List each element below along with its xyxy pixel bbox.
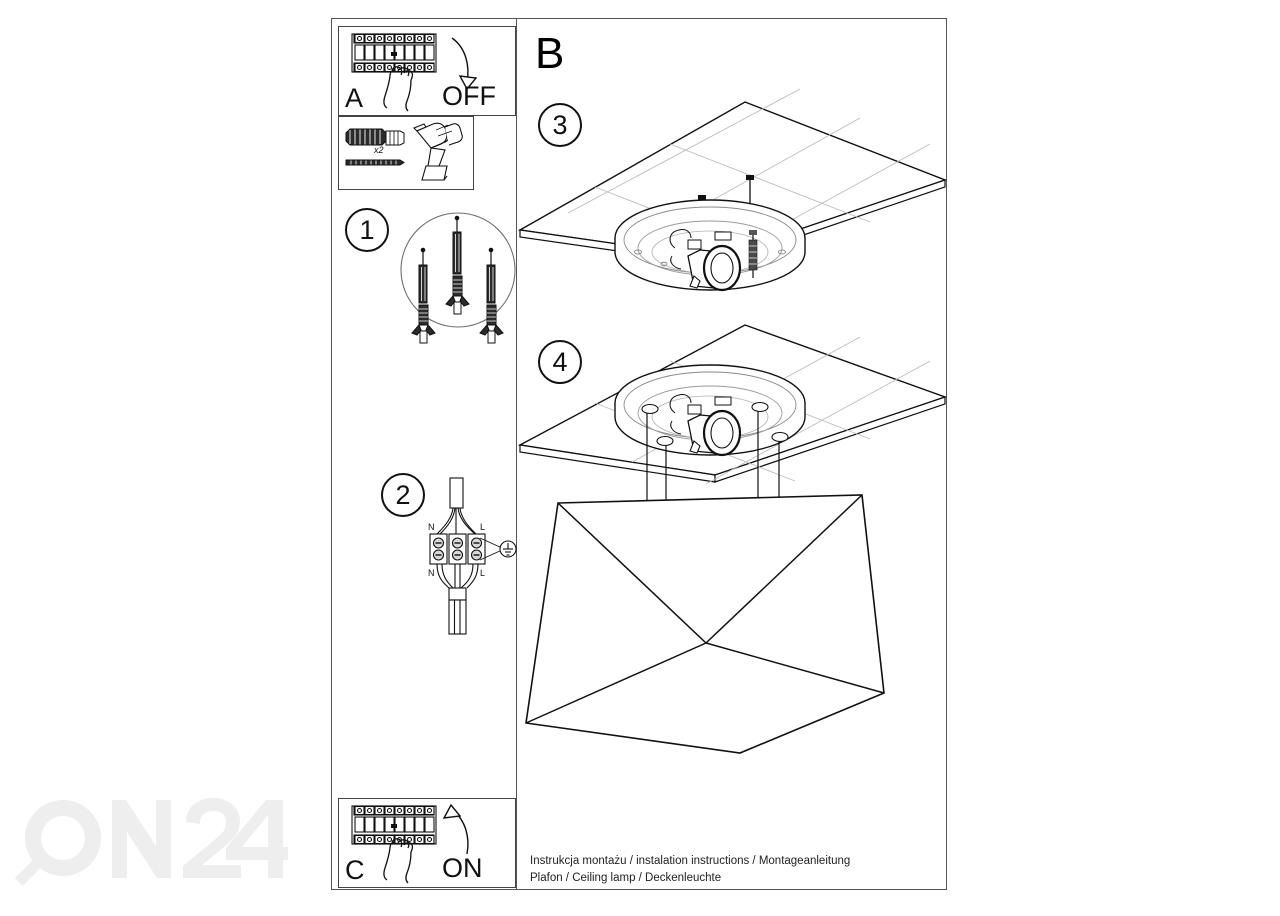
screw-plug-assembly-center xyxy=(445,215,470,315)
screw-plug-assembly-right xyxy=(479,247,504,344)
step-2-number: 2 xyxy=(395,479,411,510)
tools-quantity-label: x2 xyxy=(373,145,384,155)
terminal-label-l-top: L xyxy=(480,522,485,532)
step-1-circle: 1 xyxy=(345,208,389,252)
terminal-label-l-bottom: L xyxy=(480,568,485,578)
step-3-circle: 3 xyxy=(538,103,582,147)
panel-a-letter: A xyxy=(345,83,364,113)
hand-icon xyxy=(383,838,414,884)
screw-plug-assembly-left xyxy=(411,247,436,344)
arrow-down-icon xyxy=(451,37,478,91)
circuit-breaker-icon xyxy=(351,33,437,73)
hand-icon xyxy=(383,66,414,112)
step-1-artwork xyxy=(400,212,516,344)
caption-block: Instrukcja montażu / instalation instruc… xyxy=(530,853,910,887)
panel-a-artwork xyxy=(351,33,478,112)
lamp-socket-icon-step4 xyxy=(687,409,742,457)
step-2-artwork: N L N L xyxy=(428,477,517,635)
step-4-circle: 4 xyxy=(538,340,582,384)
panel-c-on-label: ON xyxy=(442,853,483,883)
suspension-eyelets xyxy=(641,401,789,447)
circuit-breaker-icon xyxy=(351,805,437,845)
on24-watermark xyxy=(14,798,288,886)
wall-plug-icon xyxy=(345,128,405,146)
panel-c-letter: C xyxy=(345,855,365,885)
drill-icon xyxy=(413,122,463,181)
earth-leader-lines xyxy=(479,537,503,561)
ceiling-mount-base-step4 xyxy=(614,364,806,457)
panel-a-off-label: OFF xyxy=(442,81,496,111)
step-1-number: 1 xyxy=(359,214,375,245)
ground-icon xyxy=(499,540,517,558)
column-divider xyxy=(516,18,517,890)
screw-icon xyxy=(345,159,405,166)
step-3-number: 3 xyxy=(552,109,568,140)
panel-c-artwork xyxy=(351,803,469,884)
panel-tools-artwork: x2 xyxy=(345,122,463,181)
step-4-number: 4 xyxy=(552,346,568,377)
ceiling-circle-outline xyxy=(400,212,516,328)
section-b-label: B xyxy=(535,29,565,78)
caption-line-1: Instrukcja montażu / instalation instruc… xyxy=(530,855,851,867)
mains-cable-icon xyxy=(449,477,464,509)
geometric-lamp-shade xyxy=(525,494,885,754)
terminal-label-n-top: N xyxy=(428,522,435,532)
sheet-outer-frame xyxy=(331,18,947,890)
step-3-artwork xyxy=(517,88,948,292)
step-4-artwork xyxy=(517,324,948,754)
caption-line-2: Plafon / Ceiling lamp / Deckenleuchte xyxy=(530,872,722,884)
step-2-circle: 2 xyxy=(381,473,425,517)
terminal-label-n-bottom: N xyxy=(428,568,435,578)
terminal-block-icon xyxy=(429,533,486,565)
lamp-socket-icon xyxy=(687,244,742,292)
arrow-up-icon xyxy=(442,803,469,855)
ceiling-mount-base xyxy=(614,199,806,292)
